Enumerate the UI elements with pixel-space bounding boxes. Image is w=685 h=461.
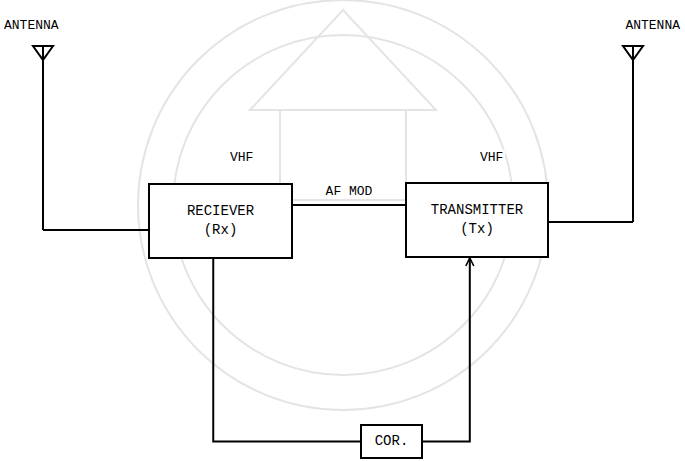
connector-line [423,258,470,442]
receiver-box: RECIEVER (Rx) [148,183,293,259]
node-text: RECIEVER (Rx) [169,202,273,240]
signal-label: AF MOD [324,184,375,199]
node-text: TRANSMITTER (Tx) [425,201,529,239]
band-label: VHF [478,150,505,165]
antenna-symbol [33,46,643,230]
cor-box: COR. [360,424,423,459]
antenna-label: ANTENNA [623,18,682,33]
connector-line [213,259,360,442]
band-label: VHF [228,150,255,165]
watermark-ornament [138,0,548,410]
antenna-label: ANTENNA [2,18,61,33]
connector-line [293,204,405,206]
transmitter-box: TRANSMITTER (Tx) [405,182,549,258]
node-text: COR. [375,432,409,451]
